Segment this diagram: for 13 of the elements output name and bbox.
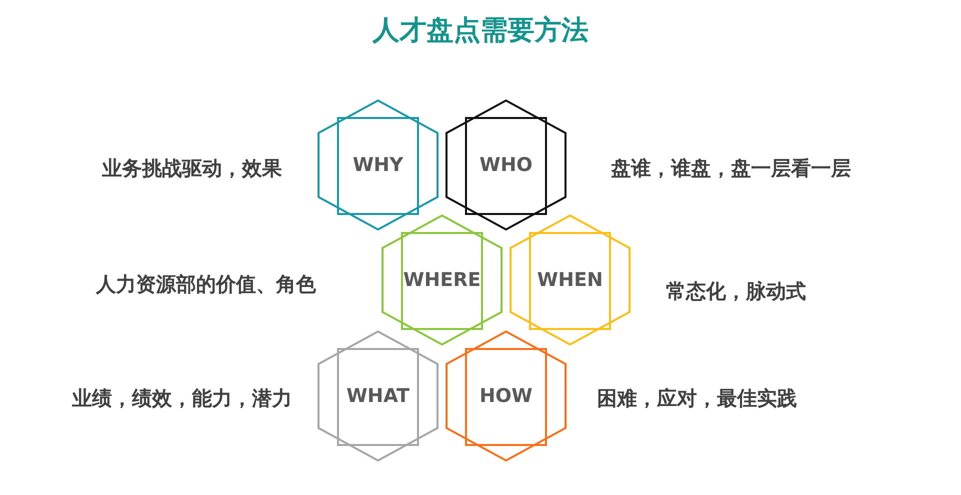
description-text: 困难，应对，最佳实践 [597,385,797,411]
description-text: 业务挑战驱动，效果 [102,155,282,181]
title: 人才盘点需要方法 [371,14,590,48]
hexagon-label: WHAT [345,384,411,408]
hexagon-label: WHERE [402,268,482,292]
description-text: 常态化，脉动式 [666,278,806,304]
description-text: 业绩，绩效，能力，潜力 [72,385,292,411]
hexagon-label: HOW [478,384,534,408]
hexagon-label: WHO [478,153,534,177]
hexagon-label: WHEN [536,268,604,292]
description-text: 盘谁，谁盘，盘一层看一层 [611,155,851,181]
description-text: 人力资源部的价值、角色 [96,271,316,297]
hexagon-label: WHY [352,153,404,177]
